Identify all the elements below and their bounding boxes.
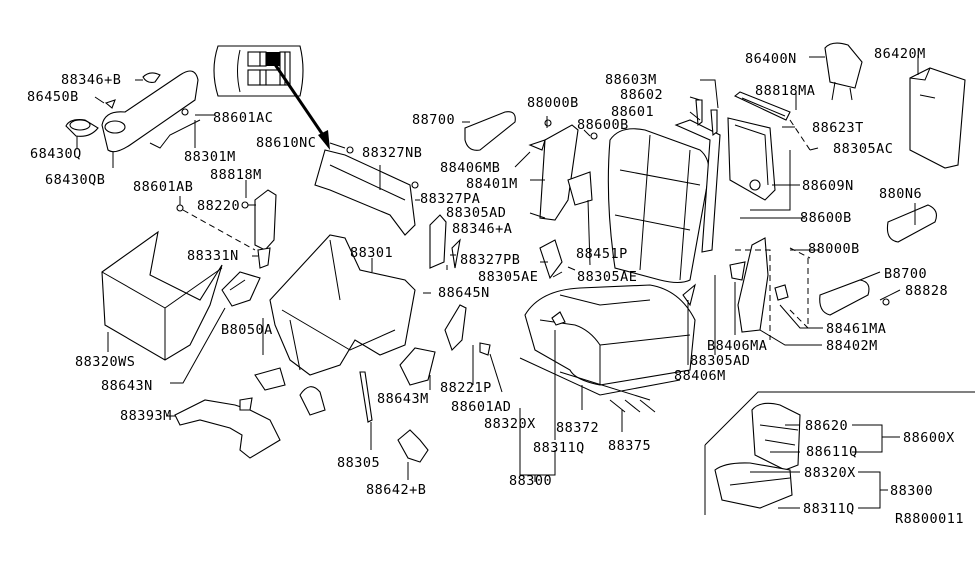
lever-part [444,304,491,356]
part-label: 88610NC [256,135,316,151]
part-label: 88393M [120,408,172,424]
part-label: 88311Q [803,501,855,517]
part-label: 88320WS [75,354,135,370]
part-label: 88327NB [362,145,422,161]
part-label: 88401M [466,176,518,192]
part-label: 88602 [620,87,663,103]
floor-rail-part [174,397,281,459]
part-label: 88000B [527,95,579,111]
seat-cushion-part [519,284,696,413]
part-label: 88620 [805,418,848,434]
part-label: 88451P [576,246,628,262]
part-label: 88828 [905,283,948,299]
part-label: 88601AD [451,399,511,415]
part-label: 88402M [826,338,878,354]
tray-part [221,271,261,307]
armrest-right-part [819,204,937,316]
part-label: 88645N [438,285,490,301]
part-label: B8700 [884,266,927,282]
part-label: 88346+B [61,72,121,88]
part-label: 880N6 [879,186,922,202]
part-label: 88611Q [806,444,858,460]
part-label: 88643M [377,391,429,407]
part-label: 88818MA [755,83,815,99]
leader-lines [76,55,919,509]
inset-seat-assembly [704,391,975,515]
part-label: 88320X [804,465,856,481]
part-label: 88461MA [826,321,886,337]
console-armrest-part [65,70,201,153]
part-label: 88220 [197,198,240,214]
part-label: 88346+A [452,221,512,237]
side-cover-part [429,214,563,280]
part-label: B8050A [221,322,273,338]
grille-part [733,91,791,121]
headrest-part [695,42,863,137]
storage-box-part [101,230,223,361]
part-label: 88600B [577,117,629,133]
part-label: 88643N [101,378,153,394]
part-label: 88623T [812,120,864,136]
part-label: 88327PA [420,191,480,207]
part-label: 88406MB [440,160,500,176]
part-label: 88311Q [533,440,585,456]
part-label: 86420M [874,46,926,62]
part-label: 88327PB [460,252,520,268]
back-frame-part [727,117,811,201]
back-panel-part [909,67,966,169]
seat-frame-part [254,234,416,416]
part-label: 88642+B [366,482,426,498]
part-label: 68430Q [30,146,82,162]
vehicle-locator-icon [213,45,330,150]
part-label: 88305 [337,455,380,471]
part-label: 88305AC [833,141,893,157]
part-label: 88601AB [133,179,193,195]
part-label: 88600X [903,430,955,446]
part-label: 88305AE [478,269,538,285]
recliner-bracket-part [528,119,598,221]
latch-part [397,429,429,463]
part-label: 86400N [745,51,797,67]
rod-part [359,371,373,423]
part-label: 68430QB [45,172,105,188]
part-label: 88372 [556,420,599,436]
side-panel-part [314,146,419,236]
part-label: 88375 [608,438,651,454]
part-label: 88305AE [577,269,637,285]
reference-code: R8800011 [895,511,964,527]
part-label: 88305AD [446,205,506,221]
part-label: 88000B [808,241,860,257]
part-label: 88301M [184,149,236,165]
tray-right-part [399,347,436,386]
recliner-right-part [682,237,811,340]
part-label: 88221P [440,380,492,396]
part-label: 88603M [605,72,657,88]
bracket-part [176,189,277,269]
seat-back-part [607,119,721,284]
part-label: 88609N [802,178,854,194]
part-label: 88300 [509,473,552,489]
part-label: 88305AD [690,353,750,369]
part-label: 88818M [210,167,262,183]
part-label: 86450B [27,89,79,105]
part-label: 88406M [674,368,726,384]
part-label: 88600B [800,210,852,226]
part-label: 88331N [187,248,239,264]
part-label: 88301 [350,245,393,261]
part-label: 88300 [890,483,933,499]
part-label: B8406MA [707,338,767,354]
part-label: 88601AC [213,110,273,126]
part-label: 88601 [611,104,654,120]
armrest-left-part [464,111,516,151]
part-labels: 88346+B 86450B 88601AC 68430Q 88301M 684… [27,46,964,527]
part-label: 88700 [412,112,455,128]
part-label: 88320X [484,416,536,432]
